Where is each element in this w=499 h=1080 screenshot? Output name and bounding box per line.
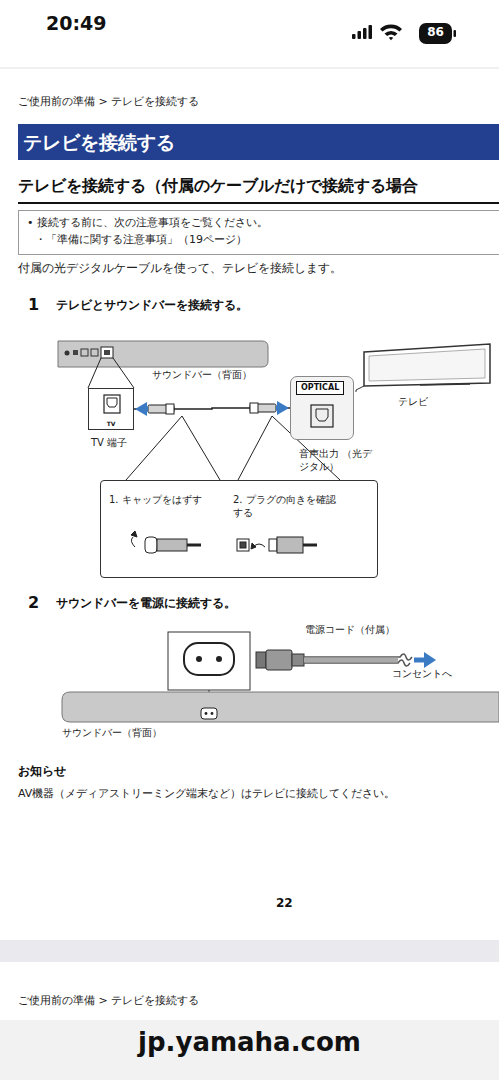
part-label: 電源コード（付属） (305, 624, 395, 637)
soundbar-rear (62, 692, 499, 722)
cable-plug (250, 403, 258, 413)
note-text: AV機器（メディアストリーミング端末など）はテレビに接続してください。 (18, 787, 395, 801)
breadcrumb: ご使用前の準備 > テレビを接続する (18, 95, 199, 109)
cable-plug (166, 404, 174, 414)
optical-cable (134, 401, 290, 416)
title-banner: テレビを接続する (18, 124, 499, 160)
port-inset: TVTV 端子 (88, 388, 134, 430)
arrowhead (277, 401, 289, 415)
cable-plug (250, 404, 276, 412)
clock: 20:49 (46, 12, 106, 36)
node-text: ・「準備に関する注意事項」（19ページ） (27, 233, 491, 247)
node-text: 2. プラグの向きを確認する (233, 493, 343, 519)
step-text: サウンドバーを電源に接続する。 (56, 596, 236, 611)
node-text: • 接続する前に、次の注意事項をご覧ください。 (27, 216, 491, 230)
breadcrumb: ご使用前の準備 > テレビを接続する (18, 994, 199, 1008)
node-text: TV 端子 (91, 436, 127, 449)
arrowhead (135, 402, 147, 416)
node-text: jp.yamaha.com (0, 1020, 499, 1060)
url-bar: jp.yamaha.com (0, 1020, 499, 1080)
status-icons (352, 23, 456, 44)
part-label: コンセントへ (392, 668, 452, 681)
step-text: テレビとサウンドバーを接続する。 (56, 298, 248, 313)
part-label: サウンドバー（背面） (152, 369, 252, 382)
section-heading: テレビを接続する（付属のケーブルだけで接続する場合 (18, 176, 418, 196)
divider (0, 68, 499, 69)
step-number: 1 (28, 295, 39, 315)
page-number: 22 (276, 896, 293, 911)
page-gap (0, 940, 499, 962)
television (356, 344, 490, 392)
node-text: 音声出力 （光デジタル） (299, 447, 381, 473)
node-text: TV (89, 421, 133, 427)
cable-plug (148, 405, 174, 413)
soundbar-rear (58, 341, 268, 388)
note-heading: お知らせ (18, 764, 66, 779)
step-number: 2 (28, 593, 39, 613)
power-cord (256, 650, 436, 670)
node-text: テレビを接続する (18, 124, 499, 160)
optical-port-box: OPTICAL音声出力 （光デジタル） (290, 376, 354, 440)
callout-box: 1. キャップをはずす 2. プラグの向きを確認する (100, 480, 378, 578)
node-text: OPTICAL (296, 381, 344, 395)
note-box: • 接続する前に、次の注意事項をご覧ください。・「準備に関する注意事項」（19ペ… (18, 210, 499, 255)
part-label: テレビ (398, 396, 428, 409)
body-text: 付属の光デジタルケーブルを使って、テレビを接続します。 (18, 261, 342, 276)
battery-level: 86 (419, 25, 452, 40)
part-label: サウンドバー（背面） (62, 727, 162, 740)
heading-rule (18, 202, 499, 204)
node-text: 1. キャップをはずす (109, 493, 202, 506)
